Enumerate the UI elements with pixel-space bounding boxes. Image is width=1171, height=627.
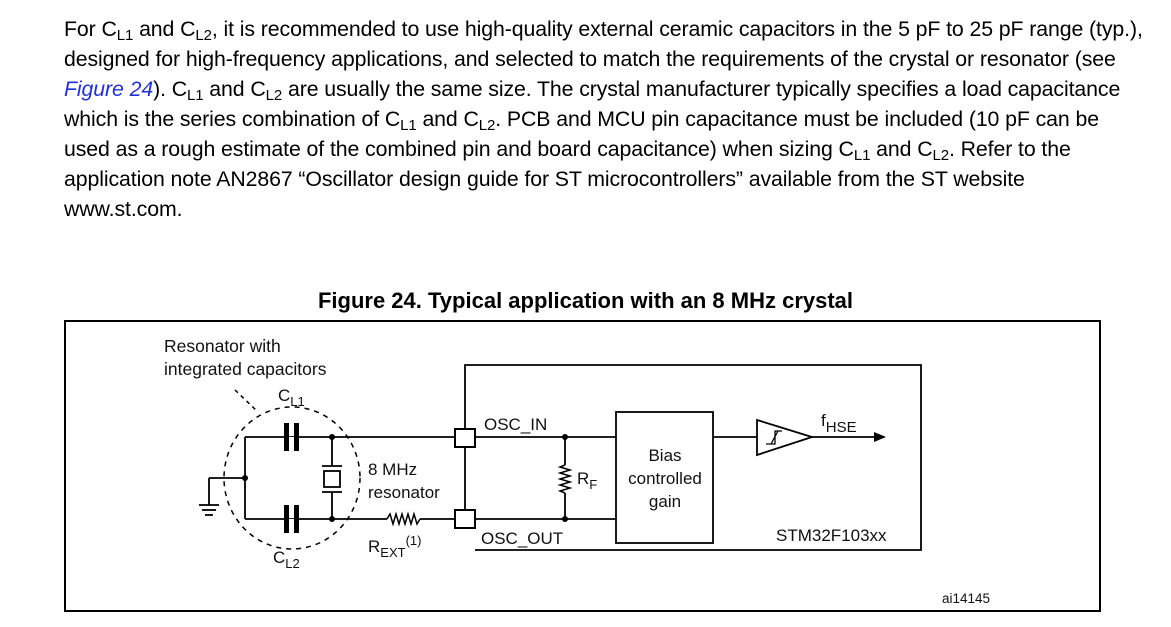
osc-out-pin: [454, 509, 476, 529]
bias-label-line3: gain: [649, 492, 681, 511]
figure-title: Figure 24. Typical application with an 8…: [317, 288, 854, 313]
figure-frame: [64, 320, 1101, 612]
bias-label-line2: controlled: [628, 469, 702, 488]
resonator-enclosure: [223, 406, 361, 550]
osc-out-label: OSC_OUT: [481, 529, 563, 548]
chip-name: STM32F103xx: [776, 526, 887, 545]
rext-label: REXT(1): [368, 533, 421, 560]
figure-24-link[interactable]: Figure 24: [64, 77, 154, 101]
rext-resistor: [386, 511, 421, 527]
osc-in-label: OSC_IN: [484, 415, 547, 434]
rf-resistor: [557, 464, 573, 494]
figure-id: ai14145: [942, 591, 990, 606]
cl1-label: CL1: [278, 386, 305, 409]
fhse-label: fHSE: [821, 411, 857, 436]
body-paragraph: For CL1 and CL2, it is recommended to us…: [64, 17, 1143, 221]
resonator-caption-line2: integrated capacitors: [164, 359, 327, 379]
cl2-label: CL2: [273, 548, 300, 571]
crystal-symbol: [322, 465, 342, 493]
rf-label: RF: [577, 469, 597, 492]
resonator-label-line1: 8 MHz: [368, 460, 417, 479]
osc-in-pin: [454, 428, 476, 448]
bias-label-line1: Bias: [648, 446, 681, 465]
resonator-label-line2: resonator: [368, 483, 440, 502]
capacitor-cl1: [284, 423, 299, 451]
capacitor-cl2: [284, 505, 299, 533]
resonator-caption-line1: Resonator with: [164, 336, 281, 356]
